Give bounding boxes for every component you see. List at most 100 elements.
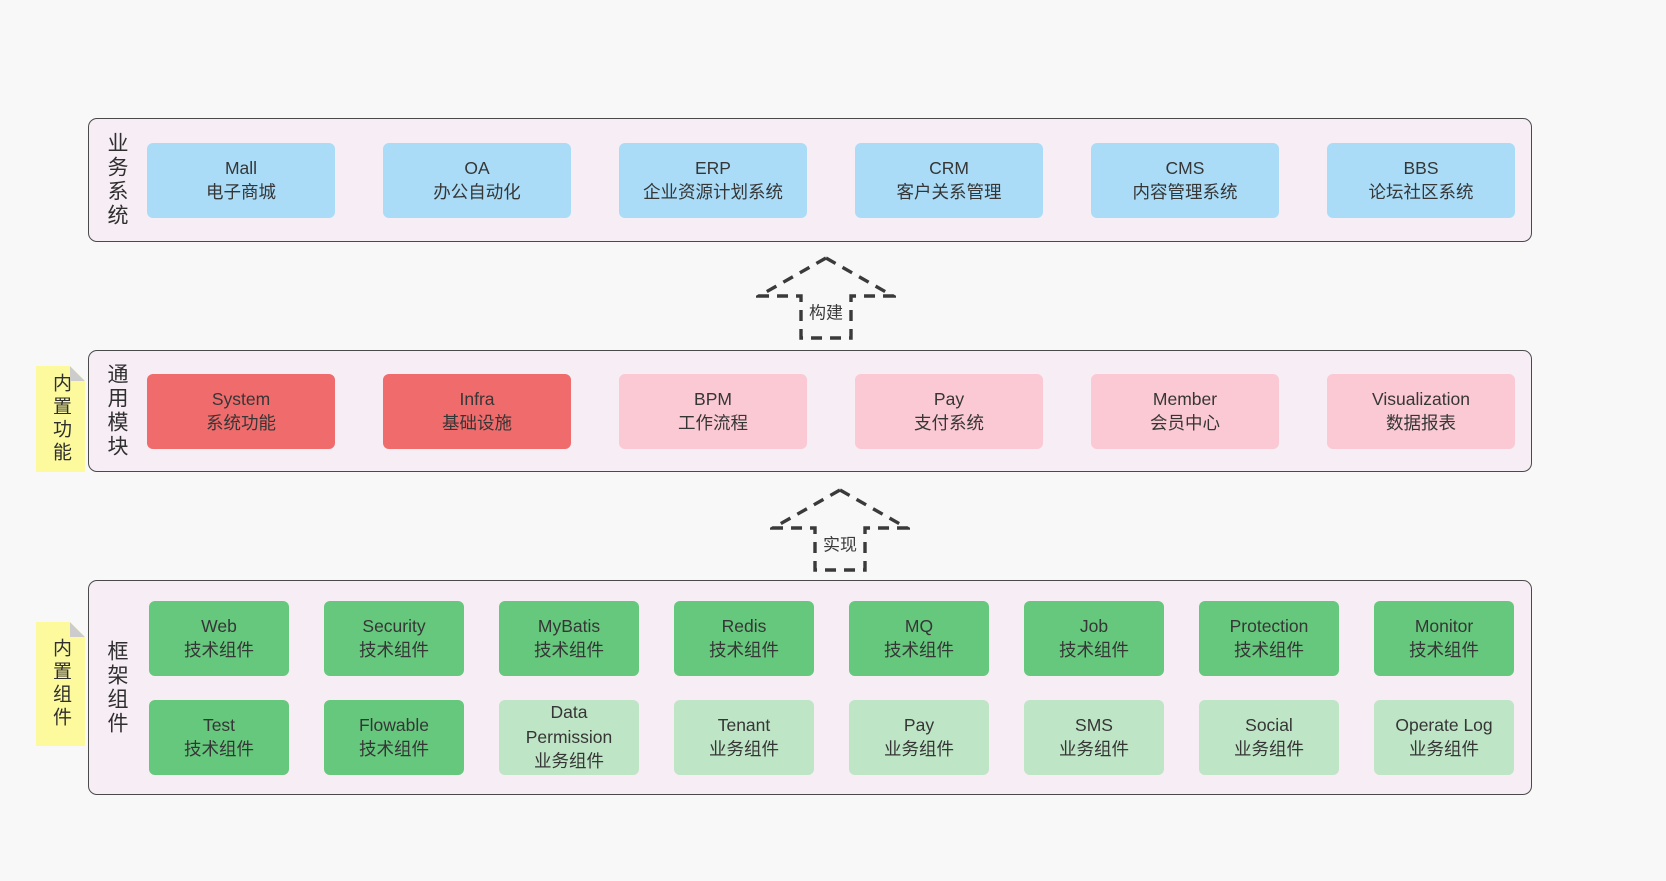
box-subtitle: 技术组件 — [534, 640, 604, 660]
business-box-row: Mall 电子商城 OA 办公自动化 ERP 企业资源计划系统 CRM 客户关系… — [143, 142, 1531, 218]
box-title: Pay — [933, 388, 965, 409]
tech-component-row: Web 技术组件 Security 技术组件 MyBatis 技术组件 Redi… — [143, 600, 1531, 676]
box-title: System — [211, 388, 271, 409]
box-protection: Protection 技术组件 — [1199, 600, 1339, 676]
box-mq: MQ 技术组件 — [849, 600, 989, 676]
sticky-built-in-components-label: 内置组件 — [50, 638, 71, 730]
dashed-up-arrow-icon — [756, 256, 896, 340]
box-tenant: Tenant 业务组件 — [674, 699, 814, 775]
layer-label-framework-components: 框架组件 — [105, 639, 128, 736]
box-title: MQ — [904, 615, 934, 636]
box-subtitle: 技术组件 — [184, 739, 254, 759]
box-title: Monitor — [1414, 615, 1474, 636]
module-box-row: System 系统功能 Infra 基础设施 BPM 工作流程 Pay 支付系统… — [143, 373, 1531, 449]
box-title: OA — [464, 157, 490, 178]
box-subtitle: 基础设施 — [442, 413, 512, 433]
box-subtitle: 内容管理系统 — [1132, 182, 1238, 202]
sticky-fold-corner-icon — [70, 622, 85, 637]
box-subtitle: 业务组件 — [1234, 739, 1304, 759]
box-subtitle: 技术组件 — [184, 640, 254, 660]
layer-common-modules: 通用模块 System 系统功能 Infra 基础设施 BPM 工作流程 Pay… — [88, 350, 1532, 472]
box-title: Test — [202, 714, 236, 735]
box-title: Mall — [224, 157, 258, 178]
box-infra: Infra 基础设施 — [383, 373, 571, 449]
box-operate-log: Operate Log 业务组件 — [1374, 699, 1514, 775]
box-title: BBS — [1403, 157, 1439, 178]
box-subtitle: 业务组件 — [1059, 739, 1129, 759]
sticky-built-in-features-label: 内置功能 — [50, 373, 71, 465]
box-visualization: Visualization 数据报表 — [1327, 373, 1515, 449]
box-subtitle: 业务组件 — [1409, 739, 1479, 759]
box-bpm: BPM 工作流程 — [619, 373, 807, 449]
arrow-implement-label: 实现 — [820, 529, 860, 557]
box-title: CRM — [929, 157, 969, 178]
box-title: Tenant — [717, 714, 771, 735]
box-title: BPM — [694, 388, 732, 409]
arrow-build: 构建 — [756, 255, 896, 341]
box-title: Data Permission — [525, 702, 613, 747]
box-subtitle: 技术组件 — [359, 739, 429, 759]
box-subtitle: 技术组件 — [884, 640, 954, 660]
box-title: CMS — [1165, 157, 1205, 178]
box-flowable: Flowable 技术组件 — [324, 699, 464, 775]
box-subtitle: 工作流程 — [678, 413, 748, 433]
box-title: Job — [1079, 615, 1109, 636]
box-title: Flowable — [358, 714, 430, 735]
box-subtitle: 论坛社区系统 — [1368, 182, 1474, 202]
box-redis: Redis 技术组件 — [674, 600, 814, 676]
box-oa: OA 办公自动化 — [383, 142, 571, 218]
layer-framework-components: 框架组件 Web 技术组件 Security 技术组件 MyBatis 技术组件… — [88, 580, 1532, 795]
box-data-permission: Data Permission 业务组件 — [499, 699, 639, 775]
box-subtitle: 技术组件 — [1234, 640, 1304, 660]
box-mybatis: MyBatis 技术组件 — [499, 600, 639, 676]
box-system: System 系统功能 — [147, 373, 335, 449]
box-cms: CMS 内容管理系统 — [1091, 142, 1279, 218]
box-title: MyBatis — [537, 615, 601, 636]
sticky-built-in-components: 内置组件 — [36, 622, 85, 746]
box-title: Infra — [459, 388, 495, 409]
box-title: Security — [362, 615, 426, 636]
box-member: Member 会员中心 — [1091, 373, 1279, 449]
layer-label-common-modules: 通用模块 — [105, 363, 128, 459]
box-title: Redis — [721, 615, 767, 636]
box-web: Web 技术组件 — [149, 600, 289, 676]
box-subtitle: 技术组件 — [1409, 640, 1479, 660]
dashed-up-arrow-icon — [770, 488, 910, 572]
box-crm: CRM 客户关系管理 — [855, 142, 1043, 218]
box-job: Job 技术组件 — [1024, 600, 1164, 676]
box-bbs: BBS 论坛社区系统 — [1327, 142, 1515, 218]
box-title: Social — [1245, 714, 1293, 735]
box-subtitle: 技术组件 — [1059, 640, 1129, 660]
box-subtitle: 企业资源计划系统 — [643, 182, 783, 202]
box-subtitle: 业务组件 — [884, 739, 954, 759]
box-subtitle: 技术组件 — [709, 640, 779, 660]
box-subtitle: 电子商城 — [206, 182, 276, 202]
biz-component-row: Test 技术组件 Flowable 技术组件 Data Permission … — [143, 699, 1531, 775]
box-subtitle: 业务组件 — [534, 751, 604, 772]
box-subtitle: 办公自动化 — [433, 182, 521, 202]
box-monitor: Monitor 技术组件 — [1374, 600, 1514, 676]
box-subtitle: 会员中心 — [1150, 413, 1220, 433]
box-mall: Mall 电子商城 — [147, 142, 335, 218]
box-sms: SMS 业务组件 — [1024, 699, 1164, 775]
box-subtitle: 业务组件 — [709, 739, 779, 759]
box-subtitle: 客户关系管理 — [896, 182, 1002, 202]
box-social: Social 业务组件 — [1199, 699, 1339, 775]
box-title: Operate Log — [1395, 714, 1493, 735]
component-rows: Web 技术组件 Security 技术组件 MyBatis 技术组件 Redi… — [143, 600, 1531, 775]
box-pay-component: Pay 业务组件 — [849, 699, 989, 775]
sticky-fold-corner-icon — [70, 366, 85, 381]
arrow-implement: 实现 — [770, 487, 910, 573]
box-subtitle: 系统功能 — [206, 413, 276, 433]
box-test: Test 技术组件 — [149, 699, 289, 775]
box-title: Web — [201, 615, 237, 636]
box-title: SMS — [1075, 714, 1113, 735]
box-subtitle: 技术组件 — [359, 640, 429, 660]
layer-business-systems: 业务系统 Mall 电子商城 OA 办公自动化 ERP 企业资源计划系统 CRM… — [88, 118, 1532, 242]
box-security: Security 技术组件 — [324, 600, 464, 676]
box-subtitle: 支付系统 — [914, 413, 984, 433]
box-title: Protection — [1229, 615, 1309, 636]
layer-label-business-systems: 业务系统 — [105, 132, 128, 228]
arrow-build-label: 构建 — [806, 297, 846, 325]
